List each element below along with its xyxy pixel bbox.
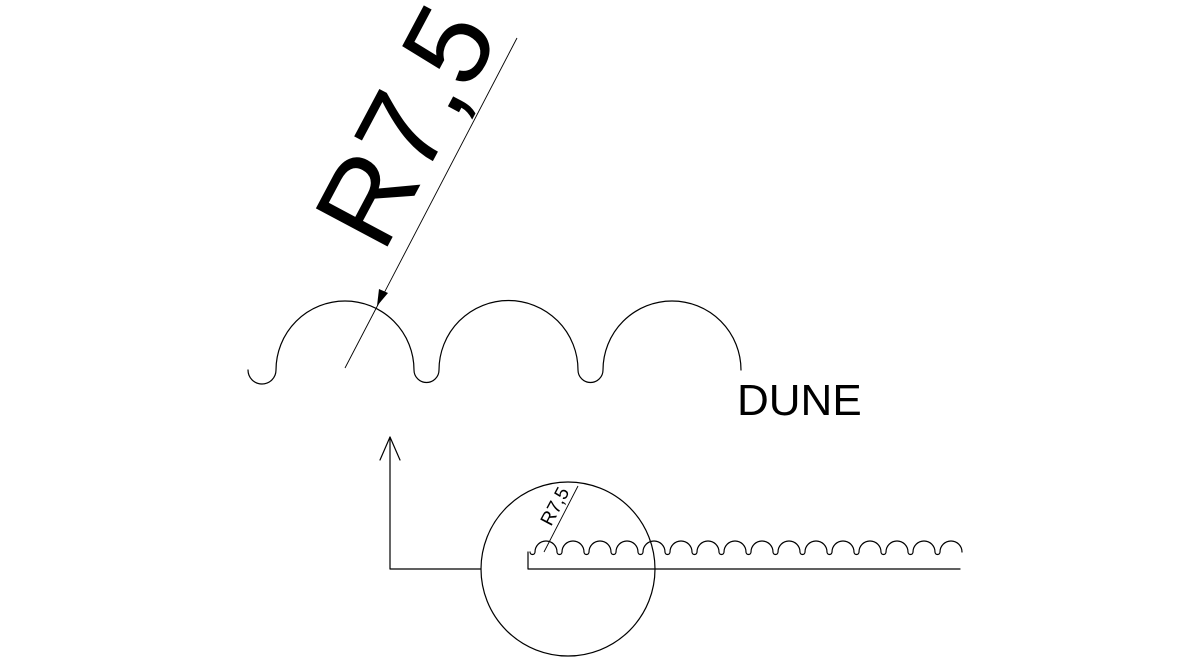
detail-radius-leader	[344, 37, 518, 369]
overview-view: R7,5	[480, 481, 963, 657]
detail-radius-arrowhead	[377, 289, 388, 306]
callout-leader-line	[389, 436, 482, 570]
detail-radius-label: R7,5	[289, 0, 523, 267]
overview-radius-leader	[543, 485, 579, 553]
profile-name-label: DUNE	[737, 376, 862, 425]
detail-callout-arrow	[379, 436, 482, 570]
overview-base-outline	[527, 551, 961, 570]
detail-view: R7,5 DUNE	[247, 0, 862, 425]
overview-scallop-strip	[529, 540, 963, 556]
detail-scallop-profile	[247, 299, 742, 385]
callout-arrowhead	[379, 436, 401, 461]
overview-radius-label: R7,5	[537, 484, 574, 529]
